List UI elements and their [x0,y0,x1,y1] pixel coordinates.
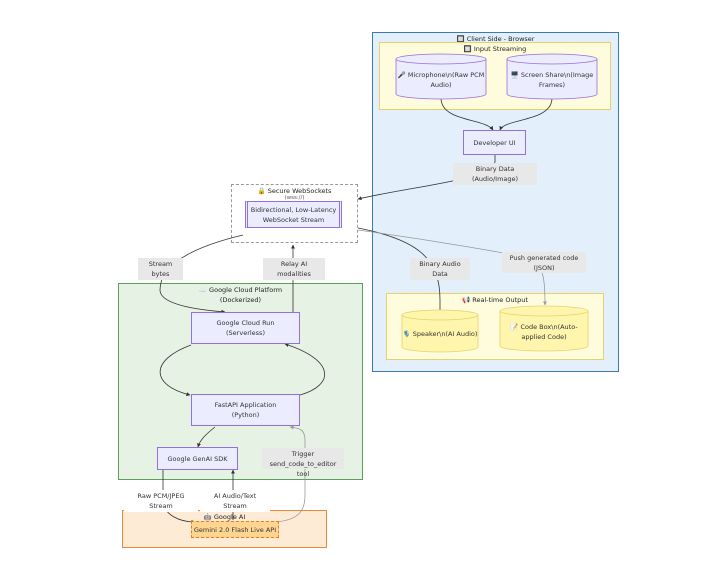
websocket-stream-node: Bidirectional, Low-Latency WebSocket Str… [245,201,342,228]
edge-mic-to-ui [440,97,494,131]
microphone-node: 🎤 Microphone\n(Raw PCM Audio) [395,53,487,100]
edge-label-raw-pcm: Raw PCM/JPEG Stream [124,490,198,512]
code-box-node: 📝 Code Box\n(Auto- applied Code) [499,305,589,352]
edge-label-push-code-line1: Push generated code [509,254,579,262]
fastapi-node: FastAPI Application (Python) [191,394,300,426]
genai-sdk-node: Google GenAI SDK [157,447,238,470]
cloud-run-label-line2: (Serverless) [226,329,265,337]
edge-label-binary-data: Binary Data (Audio/Image) [453,163,537,185]
screen-share-node: 🖥️ Screen Share\n(Image Frames) [506,53,598,100]
websocket-stream-label-line2: WebSocket Stream [262,215,325,224]
websocket-stream-label-line1: Bidirectional, Low-Latency [250,205,337,214]
microphone-label-line1: 🎤 Microphone\n(Raw PCM [397,71,485,79]
screen-share-label-line2: Frames) [538,81,566,89]
gcp-label-line2: (Dockerized) [219,296,262,304]
developer-ui-label: Developer UI [473,138,516,147]
speaker-node: 🎙️ Speaker\n(AI Audio) [401,309,479,353]
gemini-node: Gemini 2.0 Flash Live API [191,521,279,538]
edge-label-relay-ai: Relay AI modalities [263,258,325,280]
edge-fastapi-to-sdk [197,426,216,448]
fastapi-label-line2: (Python) [231,411,260,419]
cloud-run-node: Google Cloud Run (Serverless) [191,312,300,344]
client-side-label: 🔲 Client Side - Browser [456,35,535,43]
edge-label-binary-audio: Binary Audio Data [410,258,470,280]
realtime-output-label: 📢 Real-time Output [462,296,528,304]
code-box-label-line1: 📝 Code Box\n(Auto- [510,323,578,331]
screen-share-cylinder-shape [506,53,598,100]
screen-share-label-line1: 🖥️ Screen Share\n(Image [510,71,594,79]
secure-websockets-sublabel: (wss://) [284,195,305,201]
edge-label-stream-bytes: Stream bytes [138,258,183,280]
developer-ui-node: Developer UI [463,130,526,155]
fastapi-label-line1: FastAPI Application [214,401,277,409]
google-ai-label: 🤖 Google AI [203,513,246,521]
edge-ws-to-cloudrun [159,234,244,314]
gcp-label-line1: ☁️ Google Cloud Platform [198,286,283,294]
edge-label-trigger: Trigger send_code_to_editor tool [262,448,344,478]
code-box-cylinder-shape [499,305,589,352]
microphone-cylinder-shape [395,53,487,100]
edge-screen-to-ui [499,97,553,131]
edge-label-trigger-line2: send_code_to_editor tool [269,460,337,478]
edge-fastapi-to-cloudrun [284,343,326,396]
cloud-run-label-line1: Google Cloud Run [216,319,275,327]
edge-label-push-code-line2: (JSON) [533,264,555,272]
speaker-cylinder-shape [401,309,479,353]
secure-websockets-label: 🔒 Secure WebSockets [257,187,332,195]
edge-label-ai-audio-text: AI Audio/Text Stream [200,490,270,512]
genai-sdk-label: Google GenAI SDK [167,454,228,463]
microphone-label-line2: Audio) [430,81,452,89]
speaker-label: 🎙️ Speaker\n(AI Audio) [402,330,478,338]
edge-label-push-code: Push generated code (JSON) [502,252,586,273]
edge-cloudrun-to-fastapi [159,344,192,397]
code-box-label-line2: applied Code) [521,333,567,341]
edge-label-trigger-line1: Trigger [291,450,315,458]
input-streaming-label: 🔲 Input Streaming [463,45,527,53]
gemini-label: Gemini 2.0 Flash Live API [193,525,277,534]
